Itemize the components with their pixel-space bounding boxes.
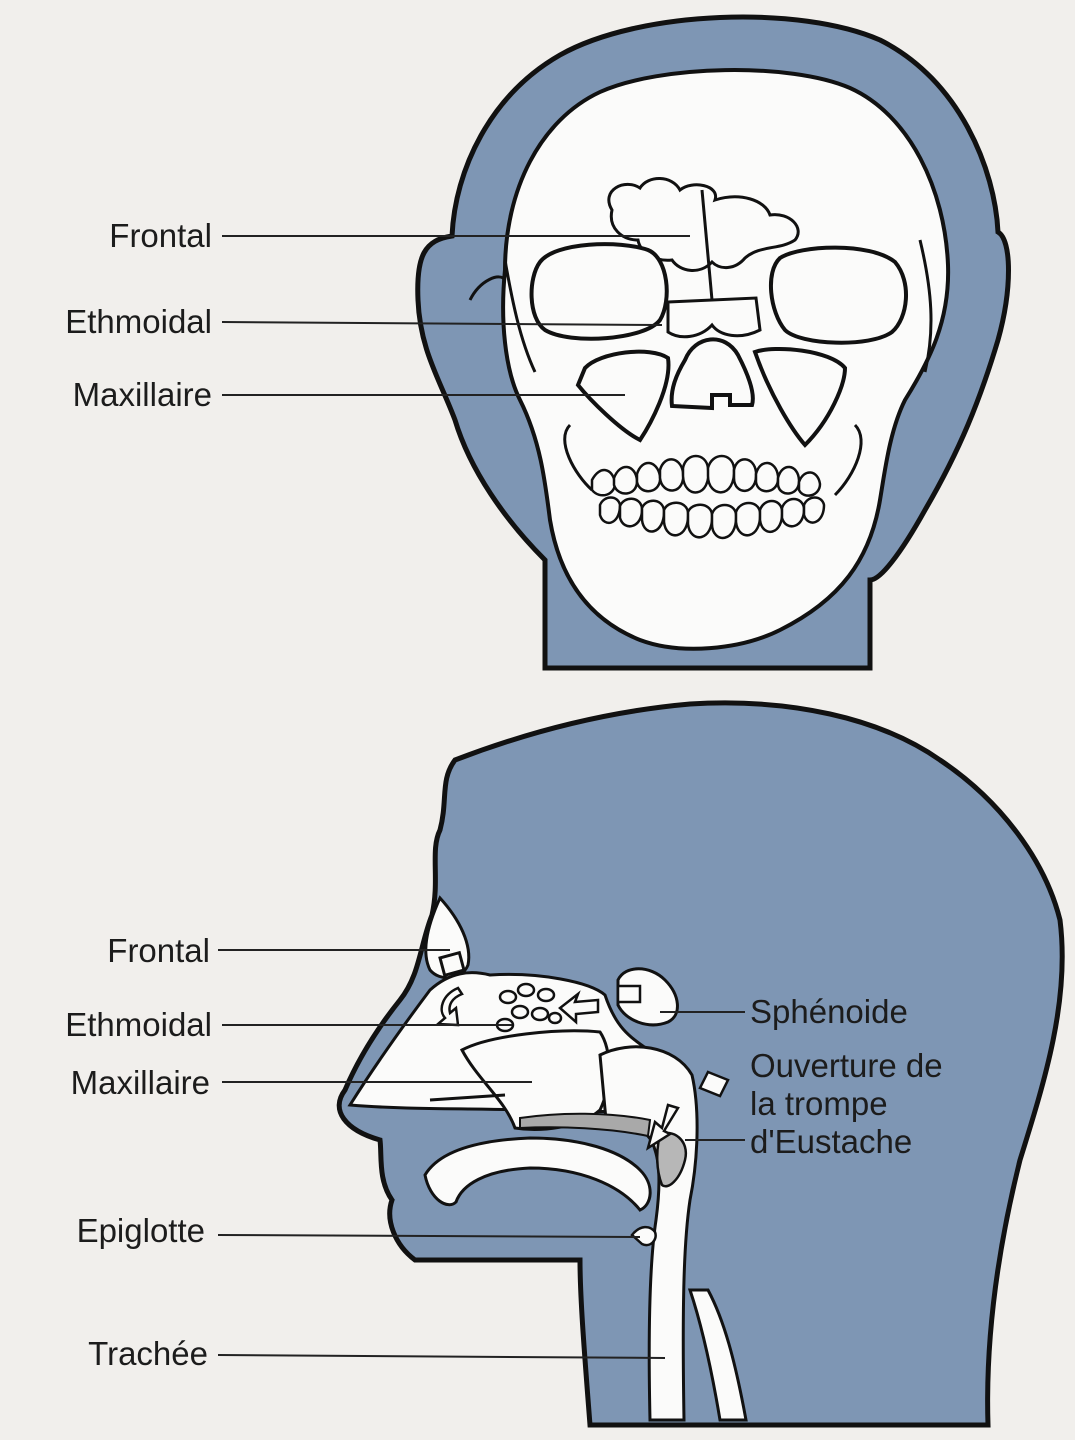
label-front-ethmoidal: Ethmoidal: [0, 305, 212, 338]
front-view-head: [418, 17, 1009, 668]
front-right-orbit: [771, 248, 906, 343]
side-view-head: [339, 703, 1062, 1425]
label-side-ethmoidal: Ethmoidal: [0, 1008, 212, 1041]
label-front-frontal: Frontal: [20, 219, 212, 252]
label-side-eustache: Ouverture de la trompe d'Eustache: [750, 1047, 943, 1161]
label-front-maxillaire: Maxillaire: [0, 378, 212, 411]
label-eustache-line3: d'Eustache: [750, 1123, 943, 1161]
label-side-sphenoide: Sphénoide: [750, 995, 908, 1028]
label-side-maxillaire: Maxillaire: [0, 1066, 210, 1099]
label-eustache-line1: Ouverture de: [750, 1047, 943, 1085]
label-side-epiglotte: Epiglotte: [0, 1214, 205, 1247]
label-side-trachee: Trachée: [0, 1337, 208, 1370]
label-eustache-line2: la trompe: [750, 1085, 943, 1123]
label-side-frontal: Frontal: [20, 934, 210, 967]
